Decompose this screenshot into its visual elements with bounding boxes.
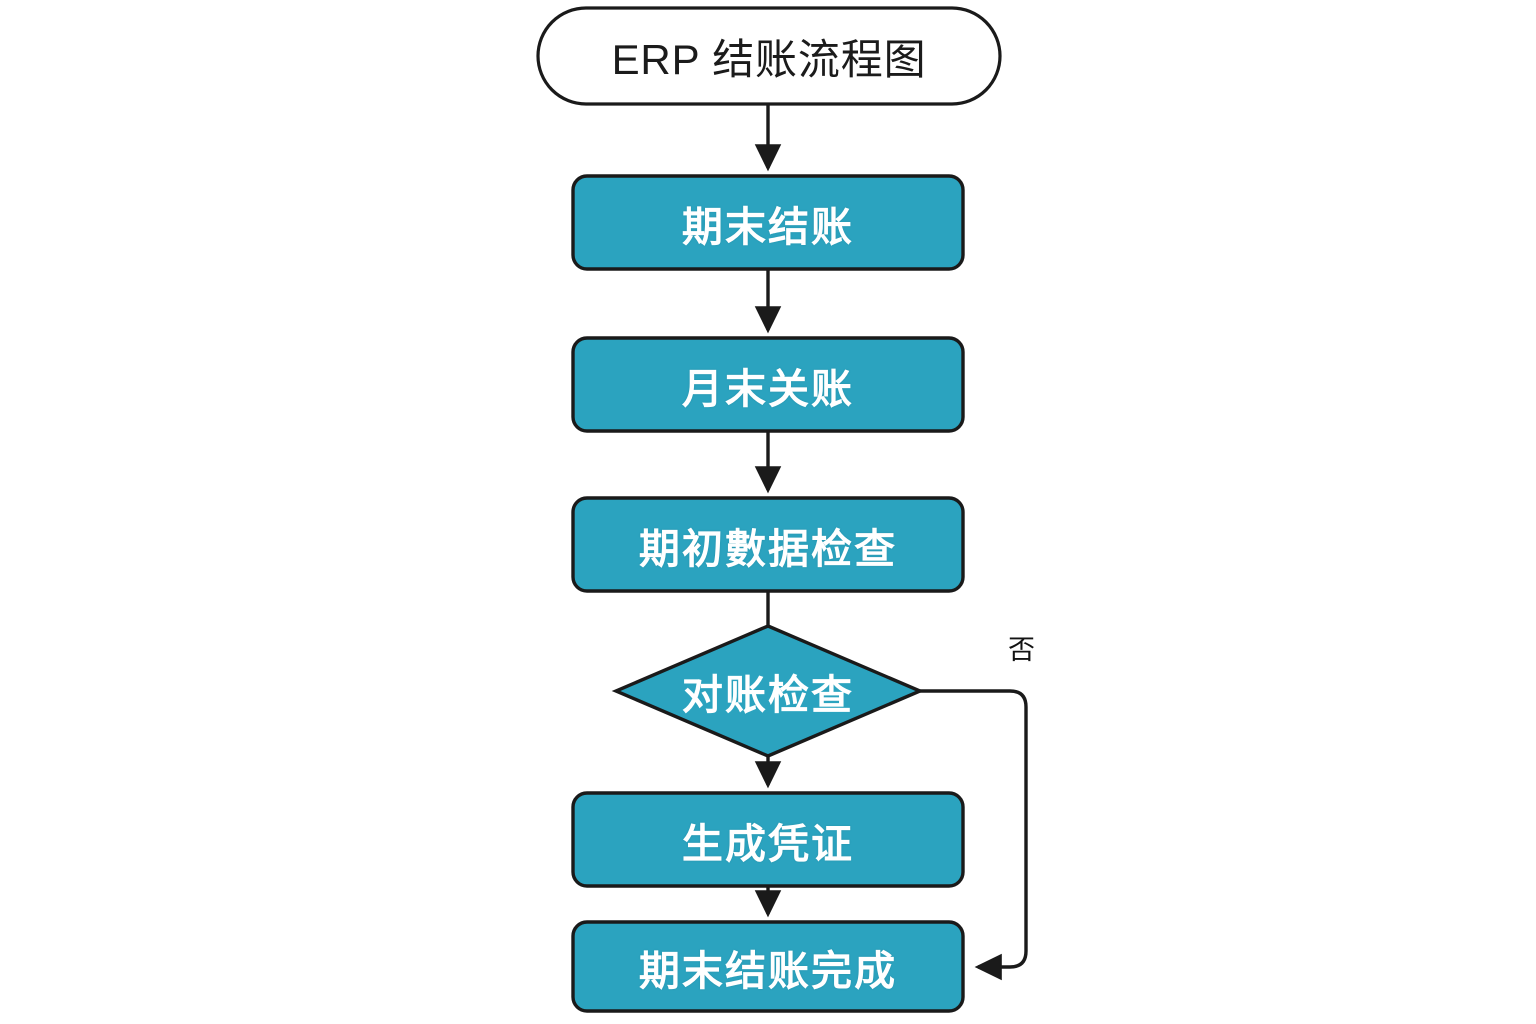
node-opening-data-check-shape[interactable] xyxy=(571,496,965,593)
node-month-end-close-shape[interactable] xyxy=(571,336,965,433)
node-reconciliation-check-shape[interactable] xyxy=(611,624,925,758)
node-closing-complete-shape[interactable] xyxy=(571,920,965,1013)
node-period-end-closing-shape[interactable] xyxy=(571,174,965,271)
node-title-shape[interactable] xyxy=(536,6,1002,106)
edge-no-branch xyxy=(920,689,1028,981)
node-generate-voucher-shape[interactable] xyxy=(571,791,965,888)
